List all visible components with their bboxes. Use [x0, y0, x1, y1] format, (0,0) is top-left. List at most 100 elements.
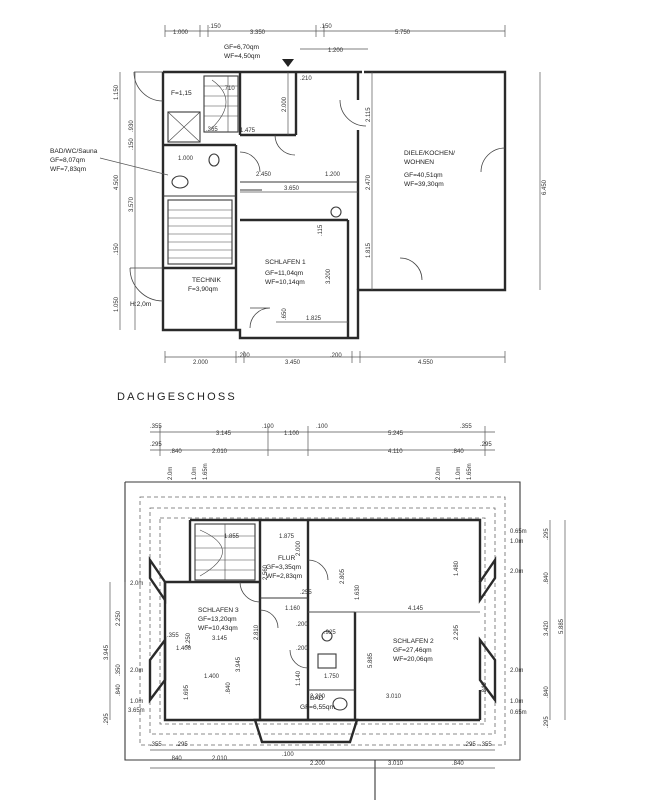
att-right-295a: .295 [544, 528, 550, 540]
att-right-840b: .840 [544, 686, 550, 698]
att-right-20m-b: 2.0m [510, 668, 523, 674]
att-top2-840a: .840 [170, 449, 182, 455]
toilet-icon [208, 153, 220, 167]
ground-left-dimensions: 1.150 .930 .150 3.570 4.500 .150 1.050 [114, 72, 136, 330]
ai-200a: .200 [296, 622, 308, 628]
attic-doors [239, 559, 329, 669]
dim-bottom-200a: .200 [238, 353, 250, 359]
schlafen3-gf: GF=13,20qm [198, 616, 237, 623]
dim-left-4500: 4.500 [114, 174, 120, 190]
ai-1400b: 1.400 [204, 674, 220, 680]
att-bot-840a: .840 [170, 756, 182, 762]
hm-20m-b: 2.0m [436, 467, 442, 480]
diele-name1: DIELE/KOCHEN/ [404, 150, 455, 157]
att-top-100a: .100 [262, 424, 274, 430]
dim-top-150b: .150 [320, 24, 332, 30]
attic-top-dimensions: .355 3.145 .100 1.100 .100 5.245 .355 .2… [150, 424, 495, 456]
dim-inner-2000: 2.000 [282, 96, 288, 112]
att-right-20m-a: 2.0m [510, 569, 523, 575]
dim-inner-710: .710 [223, 86, 235, 92]
att-bot-355b: .355 [480, 742, 492, 748]
att-top-5245: 5.245 [388, 431, 404, 437]
schlafen2-gf: GF=27,46qm [393, 647, 432, 654]
ai-925: .925 [324, 630, 336, 636]
ai-3945: 3.945 [236, 656, 242, 672]
ground-walls [161, 70, 507, 340]
technik-name: TECHNIK [192, 277, 222, 284]
attic-roof-outline [124, 481, 521, 800]
schlafen1-wf: WF=10,14qm [265, 279, 305, 286]
dim-left-150a: .150 [129, 138, 135, 150]
att-bot-2200: 2.200 [310, 761, 326, 767]
att-left-350: .350 [116, 664, 122, 676]
schlafen2-wf: WF=20,06qm [393, 656, 433, 663]
ground-inner-dimensions: 2.000 .210 .710 1.475 2.450 1.200 3.650 … [178, 72, 373, 323]
dim-bottom-200b: .200 [330, 353, 342, 359]
att-top2-4110: 4.110 [388, 449, 403, 455]
dim-top-1000: 1.000 [173, 30, 189, 36]
dormer-left-bottom [148, 636, 167, 704]
bad-name: BAD/WC/Sauna [50, 148, 98, 155]
att-top-1100: 1.100 [284, 431, 300, 437]
dim-left-930: .930 [129, 120, 135, 132]
attic-right-dimensions: .295 .840 3.420 5.885 .840 .295 0.65m 1.… [510, 520, 566, 728]
attic-bottom-dimensions: .355 .295 .840 2.010 .100 2.200 3.010 .8… [150, 742, 495, 769]
section-title-dachgeschoss: DACHGESCHOSS [117, 391, 237, 403]
dim-inner-2470: 2.470 [366, 174, 372, 190]
diele-gf: GF=40,51qm [404, 172, 443, 179]
hm-10m-a: 1.0m [192, 467, 198, 480]
dim-left-1150: 1.150 [114, 84, 120, 100]
f1-label: F=1,15 [171, 90, 192, 97]
dim-top-1200: 1.200 [328, 48, 344, 54]
shower-tray [167, 111, 201, 143]
dormer-bottom [253, 718, 359, 744]
att-left-3945: 3.945 [104, 644, 110, 660]
washbasin-icon [332, 697, 348, 711]
attic-inner-dimensions: 1.855 1.875 2.000 1.480 1.630 2.805 2.29… [167, 534, 488, 700]
ai-2810: 2.810 [254, 624, 260, 640]
ai-1400a: 1.400 [176, 646, 192, 652]
dim-inner-210: .210 [300, 76, 312, 82]
diele-wf: WF=39,30qm [404, 181, 444, 188]
stair-gf: GF=6,70qm [224, 44, 260, 51]
toilet-icon [321, 630, 333, 642]
flur-wf: WF=2,83qm [266, 573, 303, 580]
bad-gf: GF=8,07qm [50, 157, 86, 164]
ground-right-dimension: 6.450 [539, 72, 548, 290]
dim-left-150b: .150 [114, 243, 120, 255]
dim-inner-2115: 2.115 [366, 107, 372, 122]
ai-200b: .200 [296, 646, 308, 652]
schlafen3-name: SCHLAFEN 3 [198, 607, 239, 614]
att-top-355a: .355 [150, 424, 162, 430]
diele-name2: WOHNEN [404, 159, 434, 166]
attic-floor-plan: .355 3.145 .100 1.100 .100 5.245 .355 .2… [104, 424, 566, 800]
att-right-065m-b: 0.65m [510, 710, 527, 716]
ai-1695: 1.695 [184, 684, 190, 700]
ai-1875: 1.875 [279, 534, 295, 540]
dim-inner-1200: 1.200 [325, 172, 341, 178]
dim-left-3570: 3.570 [129, 196, 135, 212]
ai-1140: 1.140 [296, 670, 302, 686]
att-right-10m-a: 1.0m [510, 539, 523, 545]
att-bot-840b: .840 [452, 761, 464, 767]
attic-dormers [148, 556, 497, 744]
ai-1855: 1.855 [224, 534, 240, 540]
att-bot-3010: 3.010 [388, 761, 404, 767]
entrance-marker-icon [282, 59, 294, 67]
ai-2000: 2.000 [296, 540, 302, 556]
attic-left-dimensions: 3.945 2.250 .350 .840 .295 2.0m 2.0m 1.0… [104, 581, 145, 725]
ai-1480: 1.480 [454, 560, 460, 576]
att-top2-295a: .295 [150, 442, 162, 448]
bad-wf: WF=7,83qm [50, 166, 87, 173]
att-right-065m-a: 0.65m [510, 529, 527, 535]
dim-inner-365: .365 [206, 127, 218, 133]
dim-bottom-3450: 3.450 [285, 360, 301, 366]
hm-165m-a: 1.65m [203, 463, 209, 480]
att-left-295: .295 [104, 713, 110, 725]
ai-1160: 1.160 [285, 606, 301, 612]
att-top-100b: .100 [316, 424, 328, 430]
att-left-20m-b: 2.0m [130, 668, 143, 674]
dim-top-150a: .150 [209, 24, 221, 30]
dim-left-1050: 1.050 [114, 296, 120, 312]
